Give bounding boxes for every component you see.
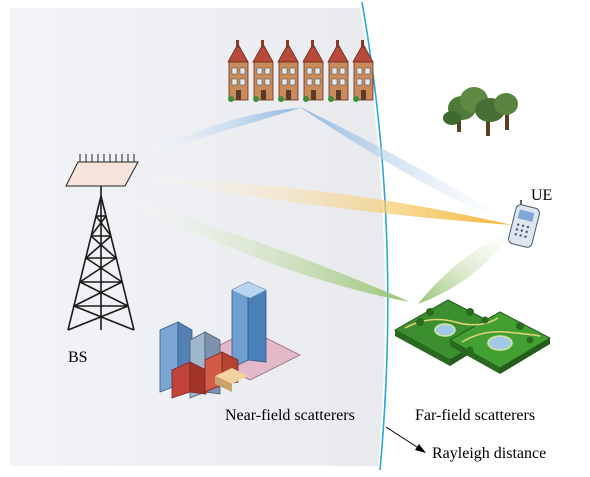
city-buildings-icon: [159, 281, 301, 399]
cell-tower-icon: [67, 186, 135, 331]
near-field-label: Near-field scatterers: [225, 407, 355, 424]
ue-label: UE: [531, 187, 552, 204]
rayleigh-arrow: [385, 426, 426, 453]
far-field-label: Far-field scatterers: [415, 407, 535, 424]
beam-houses-ue: [298, 106, 510, 222]
rayleigh-label: Rayleigh distance: [432, 445, 546, 462]
trees-icon: [443, 87, 518, 136]
beam-bs-houses: [138, 108, 300, 157]
beam-bs-ue: [140, 178, 512, 225]
houses-icon: [227, 39, 374, 103]
park-icon: [393, 299, 552, 374]
bs-label: BS: [68, 349, 88, 366]
antenna-array-icon: [65, 154, 139, 187]
beam-park-ue: [418, 230, 514, 304]
beam-bs-park: [120, 197, 410, 302]
phone-icon: [508, 200, 540, 248]
